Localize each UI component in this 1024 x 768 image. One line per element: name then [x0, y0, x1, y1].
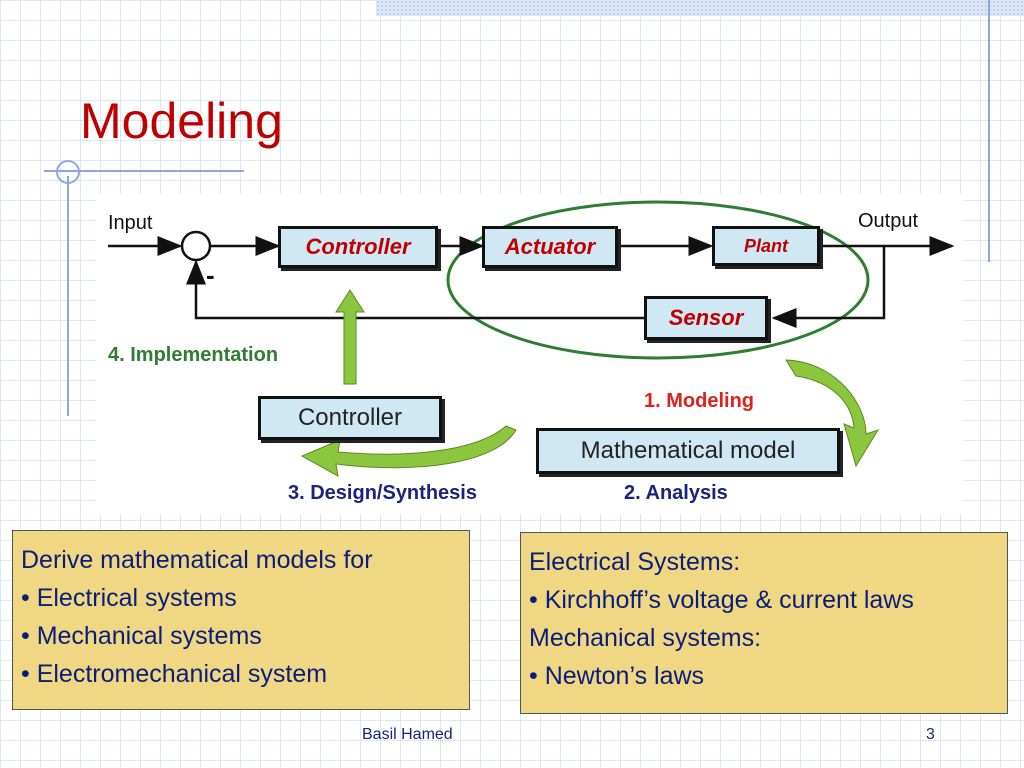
plant-block-label: Plant [743, 235, 788, 256]
math-model-label: Mathematical model [580, 437, 796, 464]
stage-modeling-label: 1. Modeling [644, 390, 754, 412]
stage-implementation-label: 4. Implementation [108, 344, 279, 366]
minus-sign: - [206, 260, 215, 290]
feedback-to-sensor-arrow [771, 246, 886, 328]
input-label: Input [108, 212, 153, 234]
laws-note: Electrical Systems: • Kirchhoff’s voltag… [520, 532, 1008, 714]
actuator-block: Actuator [482, 226, 618, 268]
derive-models-note: Derive mathematical models for • Electri… [12, 530, 470, 710]
lower-controller-label: Controller [297, 404, 403, 431]
note-line: • Kirchhoff’s voltage & current laws [529, 586, 914, 614]
note-line: Electrical Systems: [529, 548, 741, 576]
control-loop-diagram: Input Output - Controller Actuator Plant… [96, 194, 964, 514]
decorative-circle-icon [56, 160, 80, 184]
note-line: • Newton’s laws [529, 662, 705, 690]
note-line: • Electrical systems [21, 584, 237, 612]
right-decorative-line [988, 0, 990, 262]
diagram-lines [108, 200, 955, 477]
controller-block-label: Controller [305, 234, 411, 259]
plant-block: Plant [712, 226, 820, 266]
summing-junction [180, 230, 212, 262]
note-line: Mechanical systems: [529, 624, 762, 652]
lower-controller-block: Controller [258, 396, 442, 440]
modeling-curved-arrow [785, 359, 880, 468]
math-model-block: Mathematical model [536, 428, 840, 474]
note-line: • Electromechanical system [21, 660, 328, 688]
sensor-block: Sensor [644, 296, 768, 340]
title-underline [44, 170, 244, 172]
stage-design-label: 3. Design/Synthesis [288, 482, 477, 504]
sensor-to-junction-arrow [186, 259, 644, 320]
design-curved-arrow [300, 425, 517, 477]
top-decorative-bar [376, 0, 1024, 16]
footer-author: Basil Hamed [362, 726, 453, 743]
note-line: • Mechanical systems [21, 622, 262, 650]
output-label: Output [858, 210, 919, 232]
implementation-arrow [335, 289, 365, 385]
stage-analysis-label: 2. Analysis [624, 482, 728, 504]
slide-title: Modeling [80, 93, 283, 149]
sensor-block-label: Sensor [668, 305, 744, 330]
modeling-ellipse [446, 200, 870, 360]
left-decorative-line [67, 176, 69, 416]
slide-number: 3 [926, 726, 935, 743]
note-line: Derive mathematical models for [21, 546, 373, 574]
actuator-block-label: Actuator [504, 234, 596, 259]
controller-block: Controller [278, 226, 438, 268]
